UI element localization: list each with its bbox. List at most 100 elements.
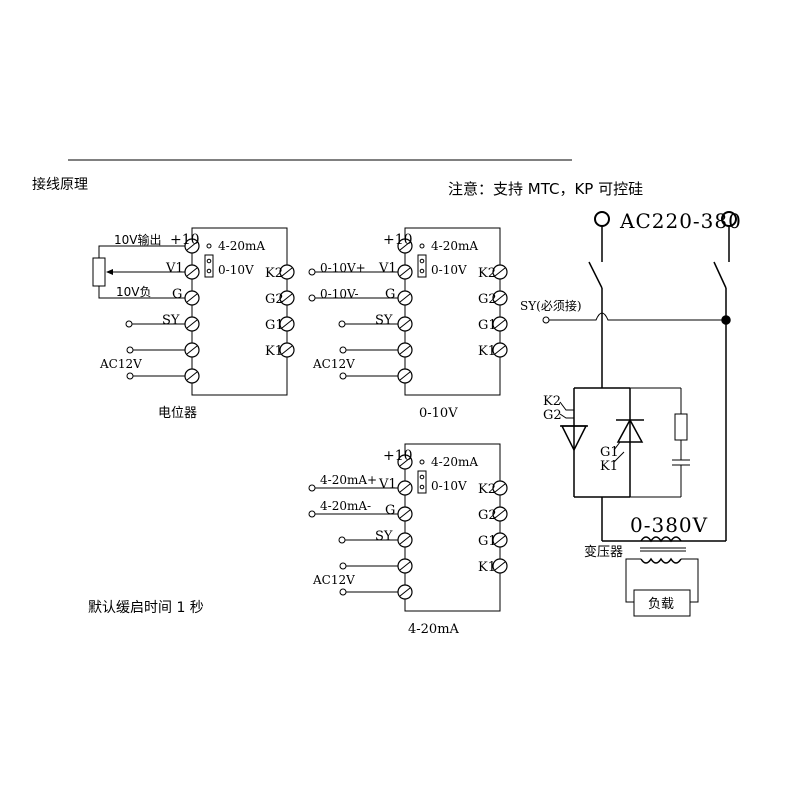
curr-jumper-label-top: 4-20mA xyxy=(431,455,478,469)
volt-right-terminal-screw xyxy=(494,293,506,303)
curr-ac-terminal xyxy=(339,588,347,596)
pot-ac-terminal xyxy=(126,372,134,380)
pot-right-terminal-screw xyxy=(281,267,293,277)
curr-terminal-label-left-4: SY xyxy=(375,529,393,544)
pot-terminal-label-right-4: K1 xyxy=(265,344,283,359)
curr-right-terminal-screw xyxy=(494,561,506,571)
volt-jumper xyxy=(417,254,427,278)
curr-left-terminal-screw xyxy=(399,457,411,467)
curr-terminal-label-right-3: G1 xyxy=(478,534,497,549)
pot-terminal-label-left-2: V1 xyxy=(165,261,184,276)
potentiometer-symbol xyxy=(92,257,106,287)
g1-label: G1 xyxy=(600,445,619,460)
pot-terminal-label-left-3: G xyxy=(172,287,182,302)
curr-terminal-label-left-3: G xyxy=(385,503,395,518)
pot-terminal-label-right-2: G2 xyxy=(265,292,284,307)
pot-sy-terminal xyxy=(125,320,133,328)
supply-label: AC220-380 xyxy=(619,209,742,233)
curr-left-terminal-screw xyxy=(399,535,411,545)
volt-terminal-label-left-3: G xyxy=(385,287,395,302)
volt-sy-terminal xyxy=(338,320,346,328)
curr-minus-label: 4-20mA- xyxy=(320,499,371,513)
volt-left-terminal-screw xyxy=(399,241,411,251)
output-voltage-label: 0-380V xyxy=(630,513,708,537)
pot-wire-bottom xyxy=(98,286,185,299)
curr-terminal-label-left-1: +10 xyxy=(383,448,413,464)
volt-minus-label: 0-10V- xyxy=(320,287,359,301)
junction-dot xyxy=(721,315,731,325)
volt-right-terminal-screw xyxy=(494,319,506,329)
curr-jumper-pin xyxy=(419,459,425,465)
pot-jumper-pin xyxy=(206,243,212,249)
curr-left-terminal-screw xyxy=(399,509,411,519)
volt-plus-label: 0-10V+ xyxy=(320,261,366,275)
volt-left-terminal-screw xyxy=(399,293,411,303)
volt-terminal-label-right-4: K1 xyxy=(478,344,496,359)
curr-right-terminal-screw xyxy=(494,483,506,493)
page-title: 接线原理 xyxy=(32,176,88,193)
pot-ac-terminal xyxy=(126,346,134,354)
snubber-resistor xyxy=(674,413,688,441)
pot-left-terminal-screw xyxy=(186,241,198,251)
sy-terminal xyxy=(542,316,550,324)
sy-required-label: SY(必须接) xyxy=(520,298,582,313)
curr-right-terminal-screw xyxy=(494,509,506,519)
pot-caption: 电位器 xyxy=(158,406,197,421)
thyristor-right xyxy=(616,418,644,443)
pot-terminal-label-left-1: +10 xyxy=(170,232,200,248)
volt-box xyxy=(404,227,501,396)
volt-terminal-label-right-3: G1 xyxy=(478,318,497,333)
volt-terminal-label-left-1: +10 xyxy=(383,232,413,248)
load-box xyxy=(633,589,691,617)
volt-terminal-label-right-2: G2 xyxy=(478,292,497,307)
pot-wiper-arrow xyxy=(106,269,113,275)
supply-terminal-left xyxy=(594,211,610,227)
curr-right-terminal-screw xyxy=(494,535,506,545)
volt-jumper-label-top: 4-20mA xyxy=(431,239,478,253)
volt-terminal-label-left-2: V1 xyxy=(378,261,397,276)
switch-right xyxy=(713,261,727,289)
pot-jumper-label-bottom: 0-10V xyxy=(218,263,254,277)
pot-right-terminal-screw xyxy=(281,319,293,329)
curr-terminal-label-right-1: K2 xyxy=(478,482,496,497)
pot-jumper-pin xyxy=(206,258,212,264)
load-label: 负载 xyxy=(648,597,674,612)
note-text: 注意：支持 MTC，KP 可控硅 xyxy=(448,180,643,198)
pot-ac12v-label: AC12V xyxy=(99,357,142,371)
pot-terminal-label-left-4: SY xyxy=(162,313,180,328)
module-potentiometer: +10V1GSYK2G2G1K14-20mA0-10VAC12V电位器10V输出… xyxy=(92,227,295,421)
module-4-20ma: +10V1GSYK2G2G1K14-20mA0-10VAC12V4-20mA4-… xyxy=(308,443,508,637)
pot-wire-top xyxy=(98,245,185,258)
pot-left-terminal-screw xyxy=(186,319,198,329)
power-circuit-labels: AC220-380 SY(必须接) K2 G2 G1 K1 0-380V 变压器… xyxy=(520,209,742,612)
curr-caption: 4-20mA xyxy=(408,622,460,637)
pot-terminal-label-right-1: K2 xyxy=(265,266,283,281)
transformer-label: 变压器 xyxy=(584,544,623,560)
pot-right-terminal-screw xyxy=(281,345,293,355)
pot-left-terminal-screw xyxy=(186,345,198,355)
volt-right-terminal-screw xyxy=(494,267,506,277)
curr-minus-terminal xyxy=(308,510,316,518)
switch-left xyxy=(588,261,603,289)
curr-jumper xyxy=(417,470,427,494)
volt-ac-terminal xyxy=(339,372,347,380)
curr-ac-terminal xyxy=(339,562,347,570)
volt-caption: 0-10V xyxy=(419,406,458,421)
curr-plus-terminal xyxy=(308,484,316,492)
transformer-secondary xyxy=(640,557,682,564)
volt-terminal-label-left-4: SY xyxy=(375,313,393,328)
curr-plus-label: 4-20mA+ xyxy=(320,473,377,487)
volt-right-terminal-screw xyxy=(494,345,506,355)
volt-jumper-label-bottom: 0-10V xyxy=(431,263,467,277)
volt-jumper-pin xyxy=(419,243,425,249)
pot-right-terminal-screw xyxy=(281,293,293,303)
g2-label: G2 xyxy=(543,408,562,423)
curr-jumper-label-bottom: 0-10V xyxy=(431,479,467,493)
volt-terminal-label-right-1: K2 xyxy=(478,266,496,281)
pot-left-terminal-screw xyxy=(186,371,198,381)
volt-jumper-pin xyxy=(419,268,425,274)
pot-jumper-label-top: 4-20mA xyxy=(218,239,265,253)
pot-left-terminal-screw xyxy=(186,293,198,303)
curr-terminal-label-right-2: G2 xyxy=(478,508,497,523)
